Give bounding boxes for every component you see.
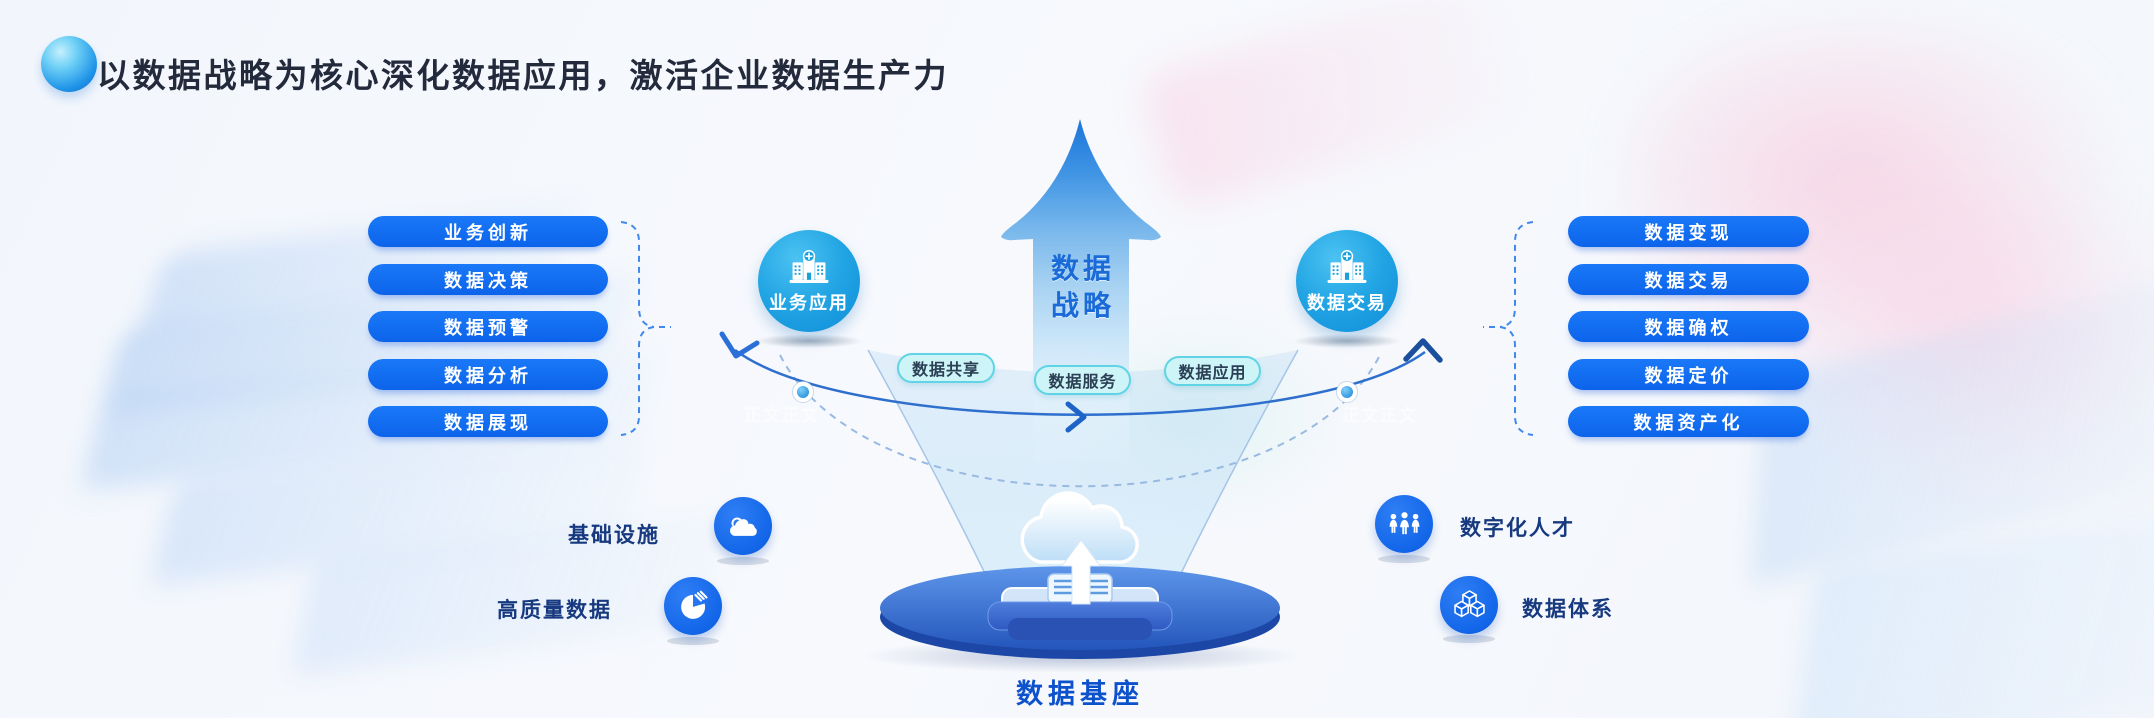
orbit-pill-data-application: 数据应用 — [1164, 356, 1261, 386]
page-title: 以数据战略为核心深化数据应用，激活企业数据生产力 — [97, 59, 949, 95]
left-pill-data-display: 数据展现 — [368, 406, 608, 437]
hub-business-application: 业务应用 — [758, 230, 860, 332]
orbit-chevron-right-icon — [1065, 401, 1087, 433]
orbit-chevron-down-icon — [719, 331, 760, 359]
orbit-pill-data-sharing: 数据共享 — [897, 353, 995, 383]
left-pill-business-innovation: 业务创新 — [368, 216, 608, 247]
right-pill-data-rights: 数据确权 — [1568, 311, 1809, 342]
cloud-upload-icon — [987, 491, 1173, 640]
foundation-label: 数据基座 — [1016, 679, 1144, 709]
hub-left-shadow — [755, 334, 863, 348]
pie-chart-icon — [681, 590, 708, 619]
digital-talent-circle — [1375, 495, 1433, 553]
hub-right-shadow — [1293, 334, 1401, 348]
label-digital-talent: 数字化人才 — [1460, 517, 1575, 540]
clouds-icon — [730, 516, 757, 536]
label-infrastructure: 基础设施 — [568, 524, 660, 547]
high-quality-data-circle — [664, 577, 722, 635]
orbit-node-right — [1336, 381, 1358, 403]
icon-shadow — [1378, 555, 1430, 563]
brace-left — [620, 221, 671, 436]
strategy-line-1: 数据 — [1050, 253, 1115, 284]
right-pill-data-capitalization: 数据资产化 — [1568, 406, 1809, 437]
left-pill-data-analysis: 数据分析 — [368, 359, 608, 390]
label-high-quality-data: 高质量数据 — [497, 599, 612, 622]
left-pill-data-alert: 数据预警 — [368, 311, 608, 342]
hub-left-label: 业务应用 — [769, 292, 849, 313]
funnel-edge-left — [867, 349, 995, 593]
label-data-system: 数据体系 — [1522, 598, 1614, 621]
strategy-line-2: 战略 — [1050, 290, 1115, 321]
hub-right-label: 数据交易 — [1307, 292, 1387, 313]
orbit-chevron-up-icon — [1403, 338, 1443, 363]
sphere-icon — [41, 36, 97, 92]
orbit-node-left — [792, 381, 814, 403]
right-pill-data-trading: 数据交易 — [1568, 264, 1809, 295]
hospital-building-icon — [789, 249, 829, 283]
data-system-circle — [1440, 576, 1498, 634]
right-pill-data-monetization: 数据变现 — [1568, 216, 1809, 247]
people-icon — [1389, 512, 1419, 535]
left-pill-data-decision: 数据决策 — [368, 264, 608, 295]
ghost-text-right: 正文正文 — [1342, 406, 1418, 425]
infrastructure-circle — [714, 497, 772, 555]
right-pill-data-pricing: 数据定价 — [1568, 359, 1809, 390]
icon-shadow — [1443, 635, 1495, 643]
hub-data-trading: 数据交易 — [1296, 230, 1398, 332]
cubes-icon — [1453, 590, 1485, 618]
ghost-text-left: 正文正文 — [744, 406, 820, 425]
icon-shadow — [667, 637, 719, 645]
brace-right — [1483, 221, 1534, 436]
orbit-dashed-arc — [779, 354, 1381, 488]
orbit-pill-data-service: 数据服务 — [1034, 365, 1131, 395]
icon-shadow — [717, 557, 769, 565]
funnel-edge-right — [1171, 349, 1299, 593]
strategy-arrow-label: 数据 战略 — [1028, 250, 1138, 324]
hospital-building-icon — [1327, 249, 1367, 283]
